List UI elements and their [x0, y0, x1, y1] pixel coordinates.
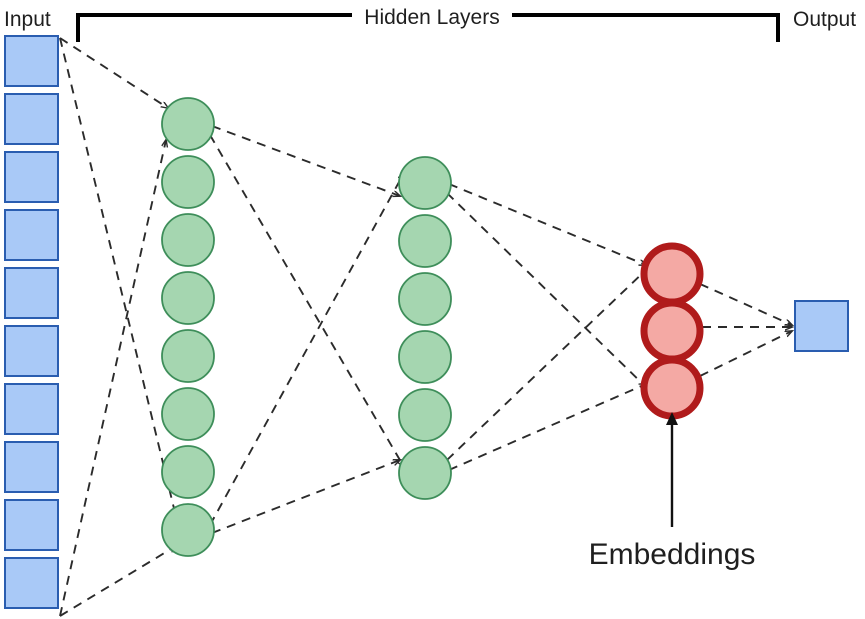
connection-emb-top [699, 283, 792, 325]
connection-h1-top [211, 125, 400, 196]
input-layer-node-2 [4, 93, 59, 145]
hidden-layer-1-node-5 [161, 329, 215, 383]
connection-h2-top [446, 192, 648, 389]
hidden-layer-1-node-8 [161, 503, 215, 557]
connection-input-top [59, 37, 178, 525]
hidden-layer-1-node-3 [161, 213, 215, 267]
hidden-layer-2-node-1 [398, 156, 452, 210]
hidden-layer-2-node-2 [398, 214, 452, 268]
hidden-layer-1-node-2 [161, 155, 215, 209]
connection-lines [59, 37, 792, 617]
output-layer-node-1 [794, 300, 849, 352]
connection-input-top [59, 37, 168, 108]
hidden-layer-1-node-7 [161, 445, 215, 499]
hidden-layer-2-node-4 [398, 330, 452, 384]
hidden-layer-2-node-6 [398, 446, 452, 500]
input-layer-node-10 [4, 557, 59, 609]
label-embeddings: Embeddings [589, 538, 756, 571]
connection-input-bottom [59, 140, 166, 617]
connection-h1-top [209, 134, 404, 467]
hidden-layer-2-node-3 [398, 272, 452, 326]
connection-h2-bottom [446, 268, 648, 461]
network-nodes [4, 35, 849, 609]
connection-emb-bottom [699, 331, 792, 377]
input-layer-node-9 [4, 499, 59, 551]
input-layer-node-6 [4, 325, 59, 377]
label-input: Input [4, 8, 51, 31]
embedding-layer-node-2 [640, 299, 704, 363]
embedding-layer-node-3 [640, 356, 704, 420]
embedding-layer-node-1 [640, 242, 704, 306]
connection-input-bottom [59, 546, 176, 617]
input-layer-node-4 [4, 209, 59, 261]
hidden-layer-1-node-1 [161, 97, 215, 151]
label-hidden-layers: Hidden Layers [364, 6, 499, 29]
input-layer-node-5 [4, 267, 59, 319]
hidden-layer-1-node-4 [161, 271, 215, 325]
input-layer-node-1 [4, 35, 59, 87]
input-layer-node-7 [4, 383, 59, 435]
input-layer-node-3 [4, 151, 59, 203]
hidden-layer-1-node-6 [161, 387, 215, 441]
hidden-layer-2-node-5 [398, 388, 452, 442]
connection-h2-top [448, 183, 646, 265]
connection-h2-bottom [448, 384, 646, 471]
input-layer-node-8 [4, 441, 59, 493]
label-output: Output [793, 8, 856, 31]
connection-h1-bottom [211, 460, 400, 534]
hidden-layers-bracket [76, 13, 780, 42]
connection-h1-bottom [209, 173, 404, 526]
